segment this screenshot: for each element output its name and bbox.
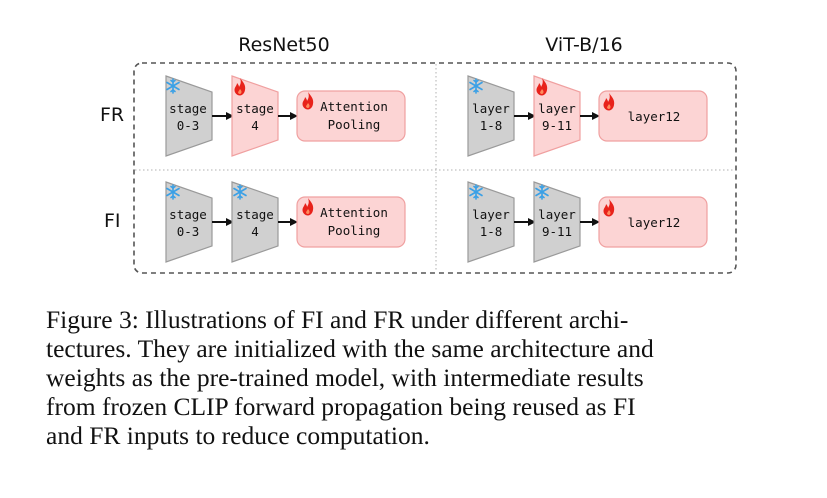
caption-line: tectures. They are initialized with the … xyxy=(46,334,654,363)
node-text-line2: 0-3 xyxy=(177,118,200,133)
fr-vit-layer-1-8: layer 1-8 xyxy=(467,75,515,157)
figure-caption: Figure 3: Illustrations of FI and FR und… xyxy=(46,305,786,450)
architecture-diagram: stage 0-3 stage 4 Attention Pooling laye… xyxy=(133,62,737,274)
fr-resnet-stage-0-3: stage 0-3 xyxy=(165,75,213,157)
outer-dashed-border xyxy=(133,62,737,274)
fr-resnet-stage-4: stage 4 xyxy=(231,75,279,157)
node-text-line1: stage xyxy=(169,101,207,116)
node-text-line1: layer12 xyxy=(628,109,681,124)
row-label-fr: FR xyxy=(100,104,125,126)
node-text-line1: stage xyxy=(169,207,207,222)
node-text-line1: layer xyxy=(472,101,510,116)
node-text-line1: stage xyxy=(236,207,274,222)
node-text-line2: 1-8 xyxy=(480,118,503,133)
node-text-line2: 4 xyxy=(251,224,259,239)
fi-vit-layer-9-11: layer 9-11 xyxy=(533,181,581,263)
node-text-line2: 1-8 xyxy=(480,224,503,239)
fi-vit-layer-1-8: layer 1-8 xyxy=(467,181,515,263)
node-text-line1: Attention xyxy=(320,205,388,220)
column-title-resnet50: ResNet50 xyxy=(238,34,330,56)
node-text-line1: Attention xyxy=(320,99,388,114)
node-text-line1: layer xyxy=(472,207,510,222)
node-text-line2: 0-3 xyxy=(177,224,200,239)
fr-vit-layer12: layer12 xyxy=(598,90,708,142)
fi-vit-layer12: layer12 xyxy=(598,196,708,248)
node-text-line2: 9-11 xyxy=(542,224,572,239)
node-text-line2: 9-11 xyxy=(542,118,572,133)
caption-line: Figure 3: Illustrations of FI and FR und… xyxy=(46,305,629,334)
fi-resnet-stage-4: stage 4 xyxy=(231,181,279,263)
row-label-fi: FI xyxy=(104,210,121,232)
fi-resnet-stage-0-3: stage 0-3 xyxy=(165,181,213,263)
node-text-line1: stage xyxy=(236,101,274,116)
fr-resnet-attention-pooling: Attention Pooling xyxy=(296,90,406,142)
caption-line: and FR inputs to reduce computation. xyxy=(46,421,430,450)
node-text-line1: layer12 xyxy=(628,215,681,230)
fr-vit-layer-9-11: layer 9-11 xyxy=(533,75,581,157)
node-text-line2: Pooling xyxy=(328,223,381,238)
node-text-line1: layer xyxy=(538,207,576,222)
fi-resnet-attention-pooling: Attention Pooling xyxy=(296,196,406,248)
node-text-line2: Pooling xyxy=(328,117,381,132)
caption-line: from frozen CLIP forward propagation bei… xyxy=(46,392,636,421)
node-text-line1: layer xyxy=(538,101,576,116)
column-title-vit-b16: ViT-B/16 xyxy=(545,34,623,56)
caption-line: weights as the pre-trained model, with i… xyxy=(46,363,644,392)
node-text-line2: 4 xyxy=(251,118,259,133)
